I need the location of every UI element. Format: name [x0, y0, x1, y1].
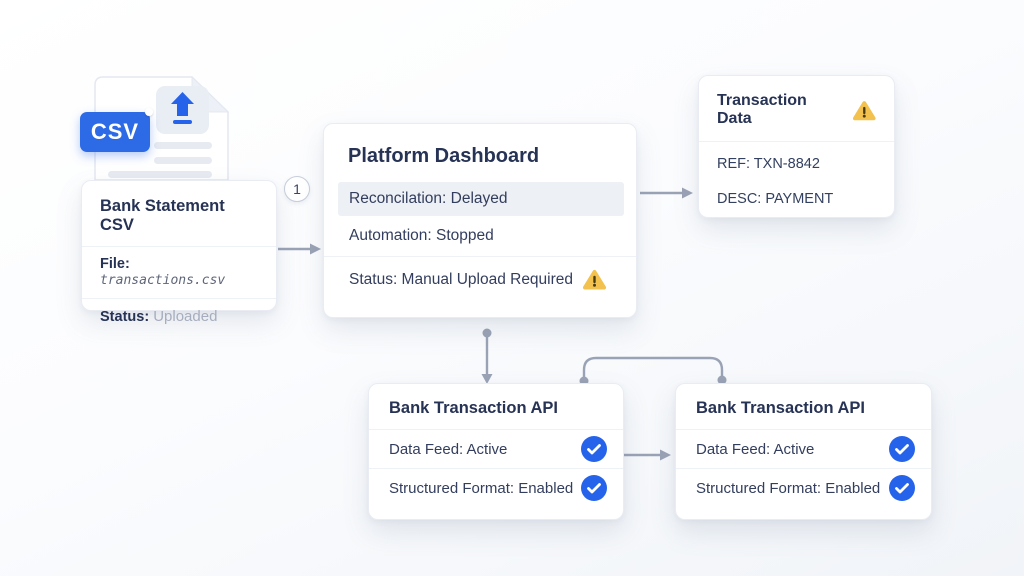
arrowhead-icon [660, 449, 671, 461]
card-title-row: Transaction Data [699, 76, 894, 141]
divider [82, 298, 276, 299]
check-circle-icon [581, 475, 607, 501]
check-circle-icon [581, 436, 607, 462]
ref-row: REF: TXN-8842 [717, 156, 820, 172]
structured-format-text: Structured Format: Enabled [389, 479, 574, 497]
data-feed-row: Data Feed: Active [369, 430, 623, 468]
status-label: Status: [100, 309, 150, 325]
warning-triangle-icon [583, 270, 607, 290]
document-icon [94, 75, 230, 181]
card-platform-dashboard: Platform Dashboard Reconcilation: Delaye… [323, 123, 637, 318]
status-value: Uploaded [153, 308, 218, 325]
upload-arrow-icon [171, 92, 194, 124]
step-number-badge: 1 [284, 176, 310, 202]
warning-triangle-icon [853, 100, 876, 120]
card-bank-statement-csv: Bank Statement CSV File: transactions.cs… [81, 180, 277, 325]
doc-text-line [108, 171, 212, 178]
structured-format-row: Structured Format: Enabled [676, 469, 931, 507]
card-title: Bank Transaction API [389, 399, 559, 417]
csv-format-badge: CSV [80, 108, 153, 152]
data-feed-text: Data Feed: Active [696, 440, 815, 458]
doc-text-line [154, 157, 212, 164]
csv-badge-label: CSV [90, 119, 140, 144]
csv-file-icon [94, 75, 230, 181]
file-label: File: [100, 256, 130, 272]
card-title: Bank Transaction API [696, 399, 866, 417]
file-row: File: transactions.csv [82, 247, 276, 298]
divider [82, 246, 276, 247]
card-title: Bank Statement CSV [100, 197, 225, 234]
automation-status-row: Automation: Stopped [324, 216, 636, 257]
divider [676, 468, 931, 469]
card-transaction-data: Transaction Data REF: TXN-8842 DESC: PAY… [698, 75, 895, 218]
divider [676, 429, 931, 430]
divider [369, 468, 623, 469]
arrowhead-icon [682, 187, 693, 199]
status-row: Status: Uploaded [82, 299, 276, 335]
desc-row: DESC: PAYMENT [717, 191, 834, 207]
reconciliation-status-row: Reconcilation: Delayed [338, 182, 624, 216]
badge-dot-decoration [145, 108, 153, 116]
arrowhead-icon [310, 243, 321, 255]
file-value: transactions.csv [100, 273, 226, 288]
structured-format-text: Structured Format: Enabled [696, 479, 881, 497]
divider [699, 141, 894, 142]
upload-status-row: Status: Manual Upload Required [324, 257, 636, 302]
data-feed-text: Data Feed: Active [389, 440, 508, 458]
check-circle-icon [889, 475, 915, 501]
doc-text-line [154, 142, 212, 149]
step-number-label: 1 [293, 181, 301, 197]
card-title: Transaction Data [717, 92, 807, 127]
connector-dot [482, 328, 492, 338]
structured-format-row: Structured Format: Enabled [369, 469, 623, 507]
connector-bracket [582, 356, 724, 381]
card-bank-transaction-api-left: Bank Transaction API Data Feed: Active S… [368, 383, 624, 520]
divider [369, 429, 623, 430]
card-bank-transaction-api-right: Bank Transaction API Data Feed: Active S… [675, 383, 932, 520]
check-circle-icon [889, 436, 915, 462]
data-feed-row: Data Feed: Active [676, 430, 931, 468]
card-title: Platform Dashboard [348, 145, 540, 167]
upload-status-text: Status: Manual Upload Required [349, 270, 574, 288]
